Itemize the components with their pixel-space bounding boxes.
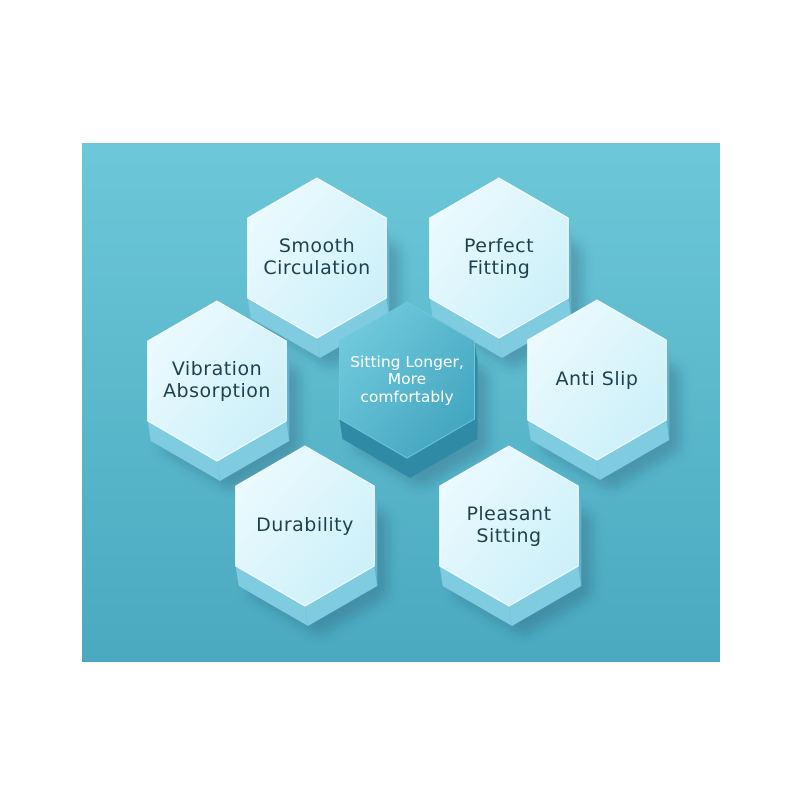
diagram-background-panel [82, 143, 720, 662]
